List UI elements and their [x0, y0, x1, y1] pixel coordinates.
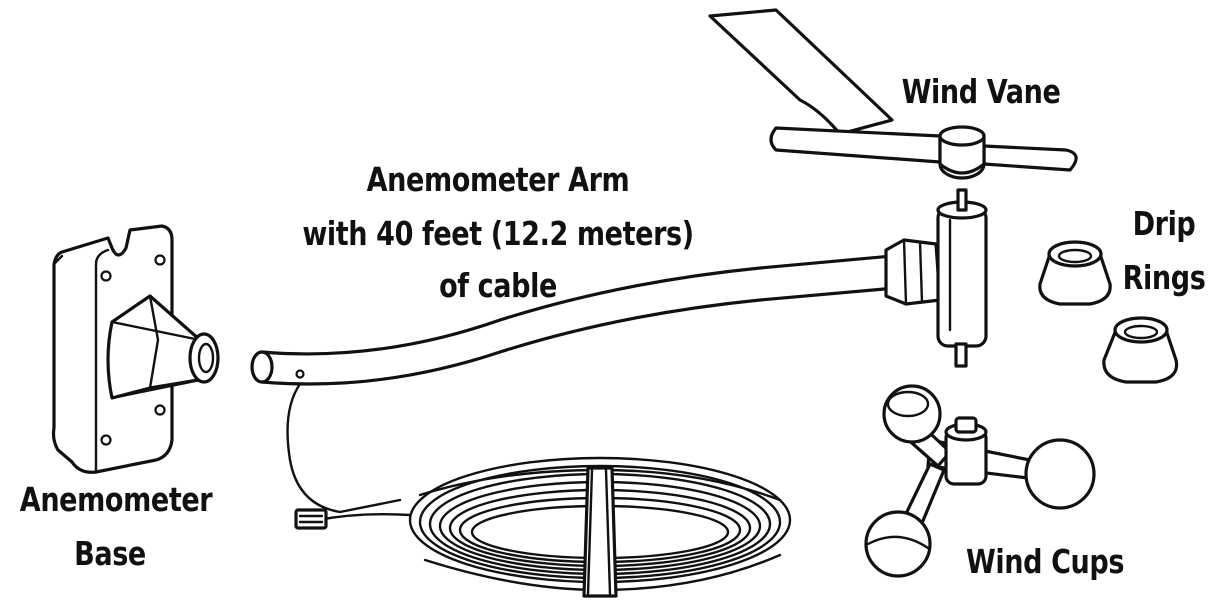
- wind-vane-label: Wind Vane: [887, 72, 1076, 112]
- wind-cups: [864, 384, 1096, 578]
- wind-vane-label-text: Wind Vane: [901, 72, 1061, 111]
- arm-label-line-1: Anemometer Arm: [366, 160, 630, 199]
- anemometer-arm-label: Anemometer Arm with 40 feet (12.2 meters…: [293, 160, 703, 306]
- wind-cups-label: Wind Cups: [959, 542, 1131, 582]
- base-label-line-1: Anemometer: [19, 480, 213, 519]
- arm-label-line-3: of cable: [439, 266, 557, 305]
- drip-label-line-2: Rings: [1122, 258, 1206, 297]
- wind-vane: [708, 8, 1078, 180]
- base-label-line-2: Base: [74, 534, 146, 573]
- wind-cups-label-text: Wind Cups: [965, 542, 1125, 581]
- arm-label-line-2: with 40 feet (12.2 meters): [302, 214, 694, 253]
- drip-ring-bottom: [1102, 316, 1179, 384]
- sensor-head: [884, 188, 988, 368]
- anemometer-arm: [250, 254, 898, 386]
- drip-ring-top: [1038, 240, 1112, 306]
- drip-label-line-1: Drip: [1132, 204, 1196, 243]
- anemometer-base-label: Anemometer Base: [19, 480, 213, 574]
- drip-rings-label: Drip Rings: [1118, 204, 1210, 298]
- anemometer-base: [51, 224, 220, 474]
- anemometer-cable: [286, 382, 792, 598]
